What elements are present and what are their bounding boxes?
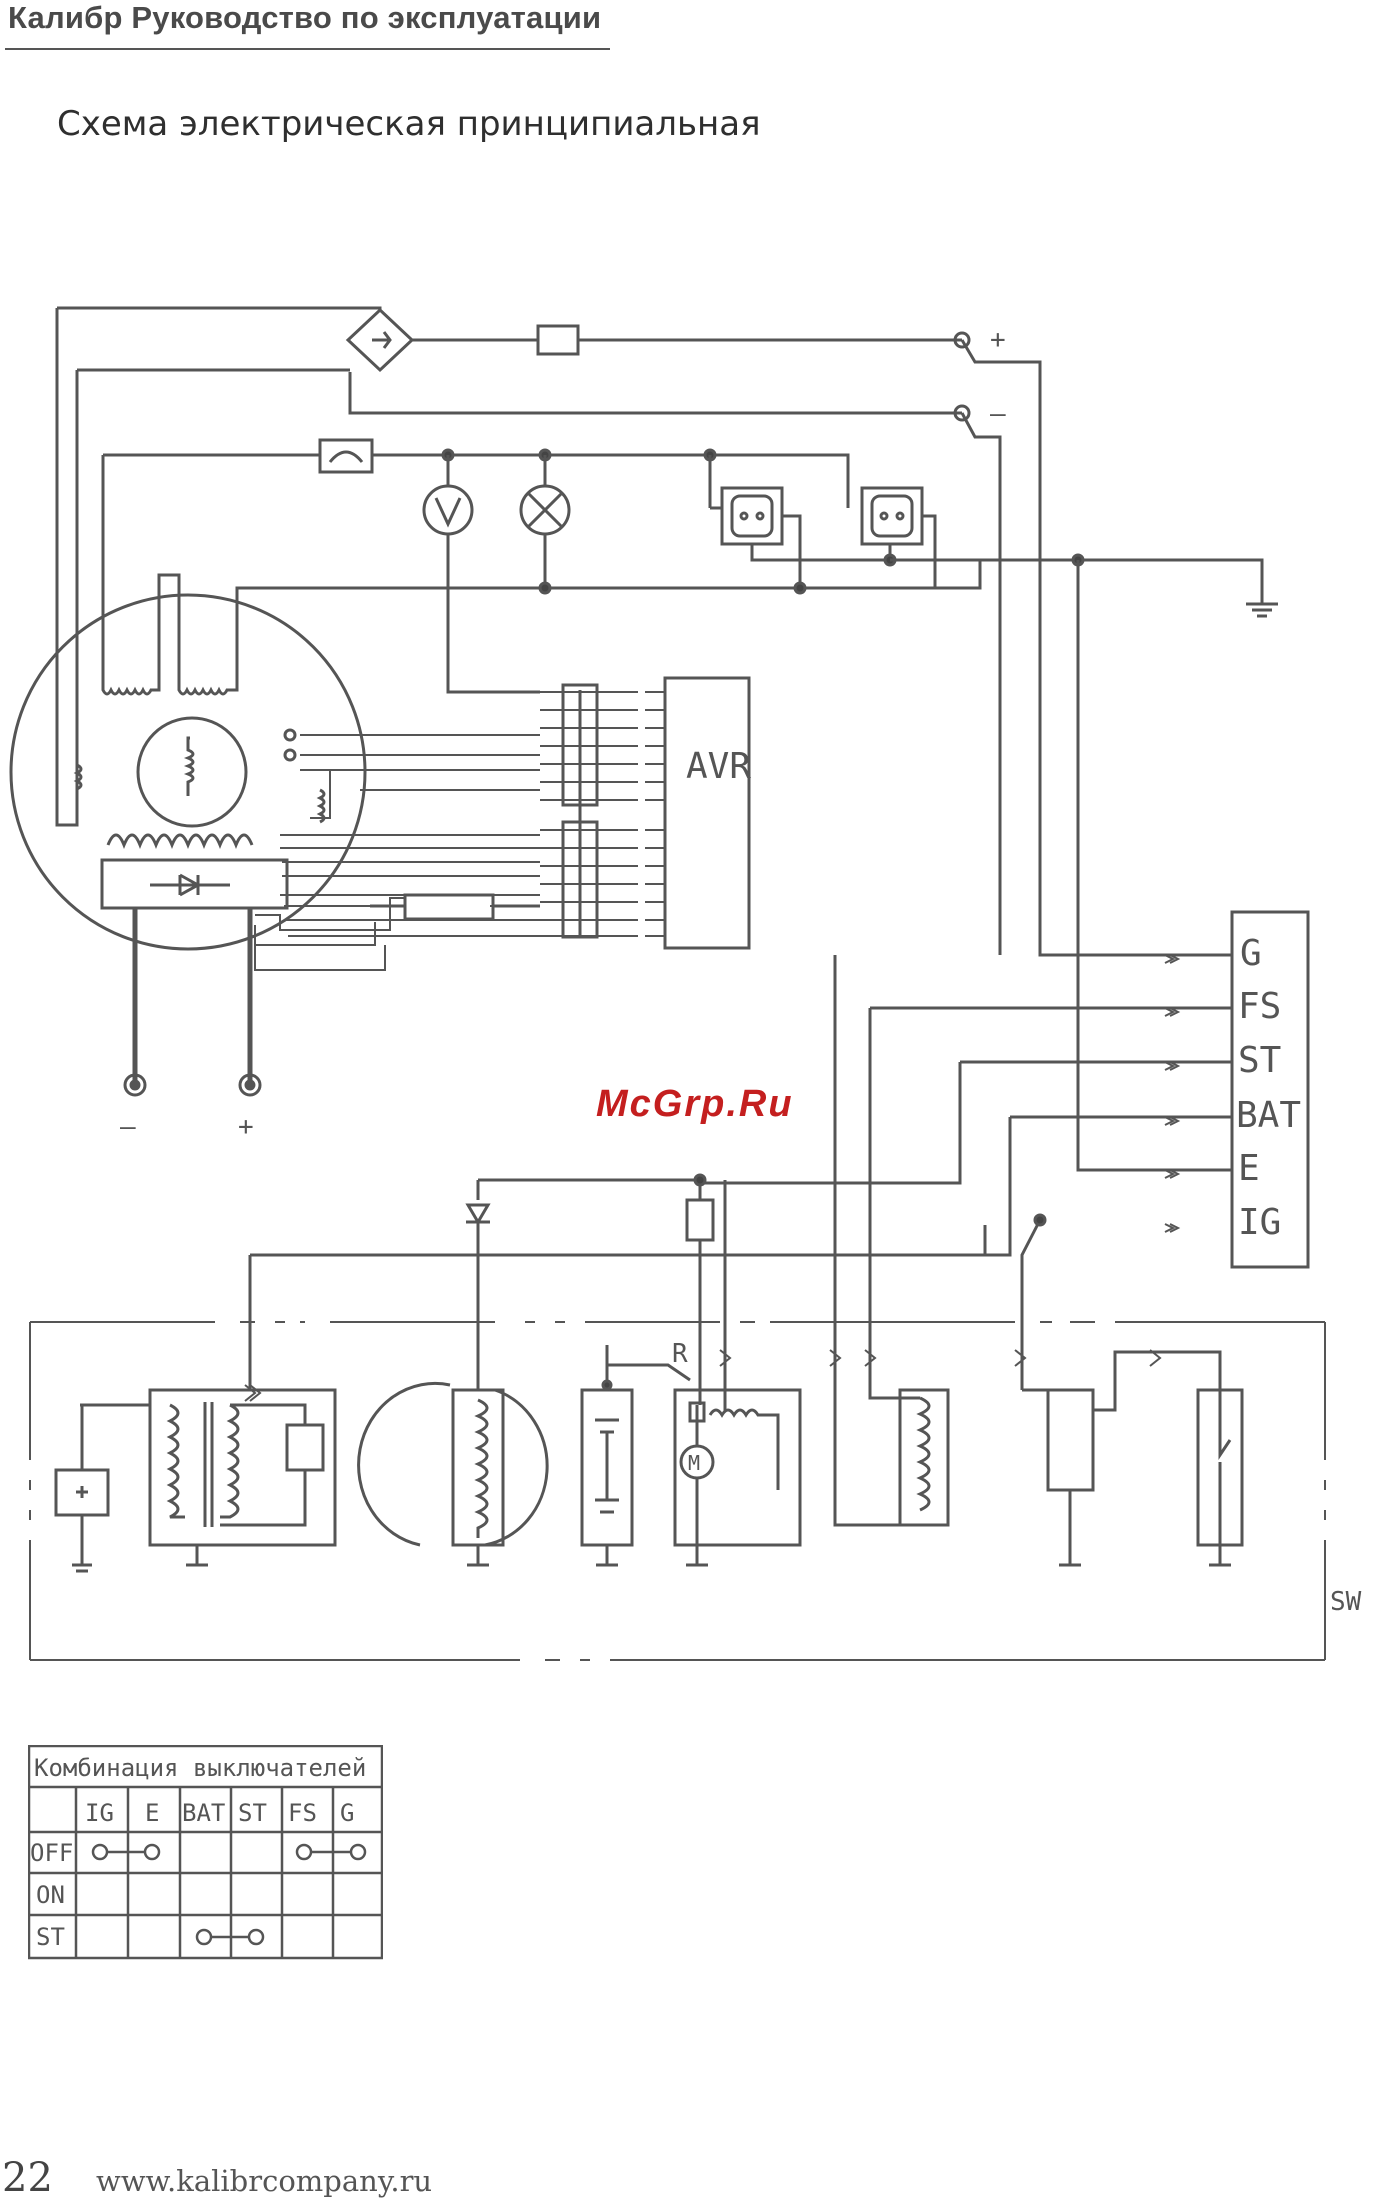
table-row-on: ON (36, 1881, 65, 1909)
rotor-coil (188, 738, 193, 796)
avr-unit (665, 678, 749, 948)
table-row-off: OFF (30, 1839, 73, 1867)
switch-terminal-g: G (1240, 933, 1262, 974)
footer-url: www.kalibrcompany.ru (96, 2164, 432, 2198)
switch-terminal-fs: FS (1238, 986, 1281, 1027)
charge-coil (453, 1390, 503, 1545)
table-col-e: E (145, 1799, 159, 1827)
avr-label: AVR (686, 746, 751, 787)
fuse-lower (687, 1200, 713, 1240)
dc-minus-label: – (990, 399, 1006, 429)
table-col-ig: IG (85, 1799, 114, 1827)
switch-terminal-bat: BAT (1236, 1095, 1301, 1136)
switch-terminal-e: E (1238, 1148, 1260, 1189)
switch-combination-table: Комбинация выключателей IG E BAT ST FS G… (28, 1745, 383, 1960)
resistor-label: R (672, 1339, 688, 1369)
resistor-stator (405, 895, 493, 919)
dc-plus-label: + (990, 325, 1006, 355)
table-col-fs: FS (288, 1799, 317, 1827)
table-col-bat: BAT (182, 1799, 225, 1827)
table-row-st: ST (36, 1923, 65, 1951)
battery-plus-label: + (238, 1112, 254, 1142)
watermark: McGrp.Ru (596, 1083, 794, 1126)
switch-terminal-ig: IG (1238, 1202, 1281, 1243)
page-number: 22 (2, 2155, 53, 2201)
spark-plug-resistor (287, 1425, 323, 1470)
battery-minus-label: – (120, 1112, 136, 1142)
circuit-breaker (320, 440, 372, 472)
switch-terminal-st: ST (1238, 1040, 1281, 1081)
relay (1048, 1390, 1093, 1490)
table-title: Комбинация выключателей (34, 1754, 366, 1782)
sw-label: SW (1330, 1587, 1362, 1617)
table-col-g: G (340, 1799, 354, 1827)
motor-label: M (688, 1451, 700, 1475)
fuse-top (538, 326, 578, 354)
table-col-st: ST (238, 1799, 267, 1827)
